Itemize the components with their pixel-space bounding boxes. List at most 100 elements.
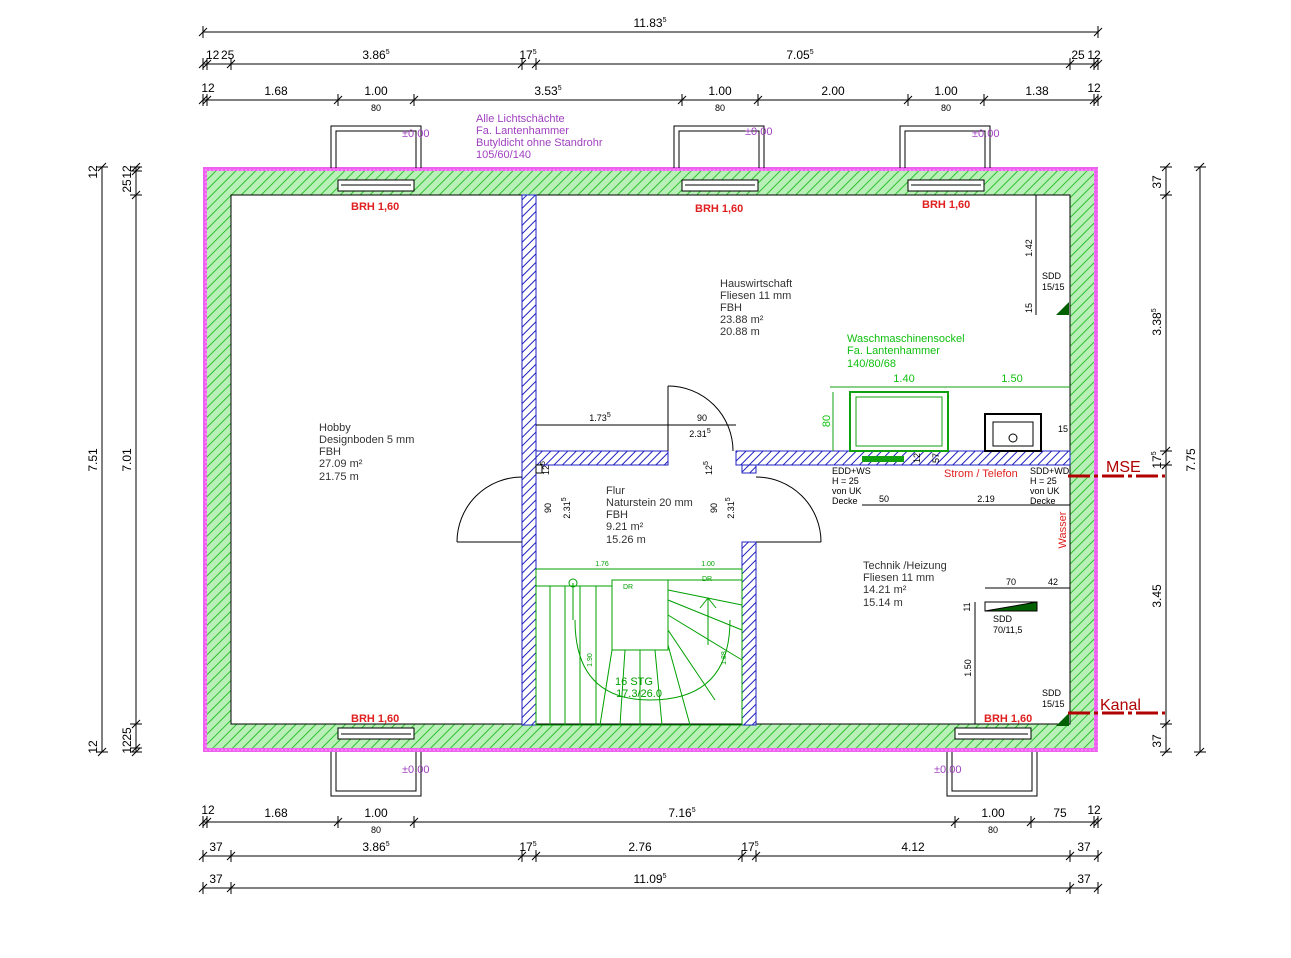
- sdd-label: SDD: [993, 614, 1013, 624]
- level-mark: ±0.00: [402, 764, 429, 776]
- room-perimeter: 21.75 m: [319, 471, 359, 483]
- dim-text: 2.19: [977, 494, 995, 504]
- dim-text: 7.165: [668, 806, 695, 820]
- wasser-label: Wasser: [1057, 511, 1069, 548]
- room-floor: Fliesen 11 mm: [720, 290, 791, 302]
- dim-text: 1.40: [893, 373, 914, 385]
- room-perimeter: 15.26 m: [606, 534, 646, 546]
- dim-text: 42: [1048, 577, 1058, 587]
- dimension-lines: [96, 26, 1206, 894]
- dim-text: 25: [120, 179, 134, 193]
- stairs-label: 16 STG: [615, 676, 653, 688]
- level-marks: ±0.00 ±0.00 ±0.00 ±0.00 ±0.00: [402, 126, 999, 776]
- dim-text: 3.865: [362, 840, 389, 854]
- dim-text: 37: [1077, 840, 1091, 854]
- brh-labels: BRH 1,60 BRH 1,60 BRH 1,60 BRH 1,60 BRH …: [351, 199, 1032, 725]
- dim-text: 1.00: [364, 84, 388, 98]
- waschmaschine-note: Waschmaschinensockel Fa. Lantenhammer 14…: [821, 333, 1070, 451]
- dim-text: 1.50: [1001, 373, 1022, 385]
- room-area: 27.09 m²: [319, 458, 363, 470]
- dim-text: 7.055: [786, 48, 813, 62]
- stairs-ratio: 17.3/26.0: [616, 688, 662, 700]
- utility-labels: Strom / Telefon Wasser MSE Kanal: [944, 459, 1141, 714]
- dim-text: 25: [120, 727, 134, 741]
- dim-text: 2.315: [689, 428, 711, 439]
- note-line: Decke: [1030, 496, 1056, 506]
- sdd-markers: [984, 302, 1069, 726]
- doors: [456, 385, 822, 543]
- brh-label: BRH 1,60: [984, 713, 1032, 725]
- dim-text: 12: [1087, 48, 1101, 62]
- brh-label: BRH 1,60: [351, 201, 399, 213]
- lightshaft-note: Alle Lichtschächte Fa. Lantenhammer Buty…: [476, 113, 603, 161]
- dim-text: 80: [371, 825, 381, 835]
- windows: [337, 179, 1032, 740]
- dim-text: 90: [697, 413, 707, 423]
- room-flur: Flur Naturstein 20 mm FBH 9.21 m² 15.26 …: [606, 485, 693, 546]
- interior-walls: [521, 194, 1071, 726]
- dim-text: 175: [519, 48, 536, 62]
- room-name: Flur: [606, 485, 625, 497]
- dim-text: 1.735: [589, 412, 611, 423]
- dim-text: 175: [519, 840, 536, 854]
- sdd-notes: SDD 15/15 1.42 15 SDD 70/11,5 70 42 11 1…: [962, 195, 1070, 724]
- note-line: SDD+WD: [1030, 466, 1070, 476]
- dim-text: 70: [1006, 577, 1016, 587]
- dim-text: 12: [120, 740, 134, 754]
- room-name: Hauswirtschaft: [720, 278, 792, 290]
- note-line: H = 25: [832, 476, 859, 486]
- room-area: 14.21 m²: [863, 584, 907, 596]
- room-perimeter: 15.14 m: [863, 597, 903, 609]
- overall-top-dim: 11.835: [633, 16, 666, 30]
- washing-machine-base: [849, 391, 1042, 452]
- dim-text: 12: [206, 48, 220, 62]
- dim-text: 1.00: [981, 806, 1005, 820]
- room-name: Technik /Heizung: [863, 560, 947, 572]
- dim-text: 175: [741, 840, 758, 854]
- dim-text: 37: [209, 840, 223, 854]
- level-mark: ±0.00: [972, 128, 999, 140]
- dim-text: 2.315: [561, 497, 572, 519]
- room-heating: FBH: [606, 509, 628, 521]
- dim-text: 3.385: [1150, 308, 1164, 335]
- note-line: Waschmaschinensockel: [847, 333, 965, 345]
- dim-text: 1.50: [963, 659, 973, 677]
- dim-text: 15: [1058, 424, 1068, 434]
- mse-label: MSE: [1106, 459, 1141, 476]
- dim-text: 37: [1150, 734, 1164, 748]
- dim-text: 90: [543, 503, 553, 513]
- dim-text: 11: [962, 602, 972, 611]
- dim-text: 12: [120, 165, 134, 179]
- room-name: Hobby: [319, 422, 351, 434]
- note-line: H = 25: [1030, 476, 1057, 486]
- sdd-wd-note: SDD+WD H = 25 von UK Decke: [1030, 466, 1070, 506]
- dim-text: 12: [86, 165, 100, 179]
- note-line: Butyldicht ohne Standrohr: [476, 137, 603, 149]
- dim-text: 12: [912, 453, 922, 463]
- light-shafts: [330, 125, 1038, 797]
- note-line: 105/60/140: [476, 149, 531, 161]
- dim-text: 2.00: [821, 84, 845, 98]
- dim-text: 1.38: [1025, 84, 1049, 98]
- dim-text: 80: [821, 415, 833, 427]
- staircase: [535, 568, 743, 726]
- dim-text: 3.45: [1150, 584, 1164, 608]
- dim-text: 12: [86, 740, 100, 754]
- dim-text: 175: [1150, 451, 1164, 468]
- dim-text: 15: [1024, 303, 1034, 313]
- note-line: Decke: [832, 496, 858, 506]
- room-area: 9.21 m²: [606, 521, 644, 533]
- room-floor: Fliesen 11 mm: [863, 572, 934, 584]
- dim-text: 1.00: [701, 561, 715, 568]
- dim-text: 90: [709, 503, 719, 513]
- dim-text: 1.68: [264, 806, 288, 820]
- brh-label: BRH 1,60: [351, 713, 399, 725]
- dim-text: 1.00: [934, 84, 958, 98]
- strom-label: Strom / Telefon: [944, 468, 1018, 480]
- dim-text: 12: [1087, 803, 1101, 817]
- door-dimensions: 1.735 90 2.315 90 2.315 90 2.315 125 125: [536, 412, 736, 519]
- dim-text: DR: [702, 576, 712, 583]
- dim-text: 12: [201, 803, 215, 817]
- room-hauswirtschaft: Hauswirtschaft Fliesen 11 mm FBH 23.88 m…: [720, 278, 792, 338]
